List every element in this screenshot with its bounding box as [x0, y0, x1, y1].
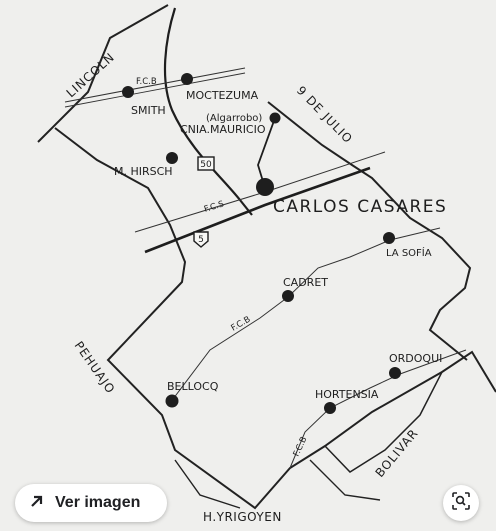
- neighbour-boundary: [174, 459, 381, 509]
- arrow-up-right-icon: [29, 493, 45, 514]
- town-label-carlos-casares: CARLOS CASARES: [273, 197, 447, 217]
- town-marker-ordoqui: [389, 367, 401, 379]
- town-label-m-hirsch: M. HIRSCH: [114, 165, 173, 178]
- town-marker-cnia-mauricio: [269, 112, 281, 124]
- town-label-cadret: CADRET: [283, 276, 328, 289]
- railway-fcb-cadret: [169, 227, 441, 404]
- district-boundary: [37, 4, 496, 510]
- svg-text:5: 5: [198, 235, 204, 245]
- town-label-cnia-mauricio: CNIA.MAURICIO: [180, 123, 266, 136]
- railway-fcb-south: [289, 349, 467, 469]
- svg-text:50: 50: [200, 160, 212, 170]
- town-marker-bellocq: [165, 394, 179, 408]
- town-marker-la-sofia: [383, 232, 395, 244]
- town-marker-smith: [122, 86, 134, 98]
- railway-fcb-north: [64, 67, 246, 103]
- town-marker-moctezuma: [181, 73, 193, 85]
- lens-search-icon: [451, 491, 471, 516]
- town-label-bellocq: BELLOCQ: [167, 380, 219, 393]
- town-label-hortensia: HORTENSIA: [315, 388, 379, 401]
- road-route-5: [144, 166, 371, 254]
- route-5-shield: 5: [193, 231, 209, 248]
- town-label-smith: SMITH: [131, 104, 166, 117]
- region-label-lincoln: LINCOLN: [64, 50, 118, 100]
- railway-label-fcs: F.C.S: [203, 199, 225, 214]
- town-label-ordoqui: ORDOQUI: [389, 352, 442, 365]
- view-image-button[interactable]: Ver imagen: [15, 484, 167, 522]
- town-marker-hortensia: [324, 402, 336, 414]
- region-label-pehuajo: PEHUAJO: [72, 339, 118, 397]
- neighbour-boundary: [324, 371, 443, 473]
- town-marker-carlos-casares: [256, 178, 274, 196]
- railway-label-fcb-cadret: F.C.B: [230, 315, 253, 334]
- town-marker-m-hirsch: [166, 152, 178, 164]
- lens-search-button[interactable]: [443, 485, 479, 521]
- town-label-moctezuma: MOCTEZUMA: [186, 89, 259, 102]
- railway-label-fcb-north: F.C.B: [136, 77, 157, 87]
- region-label-9-de-julio: 9 DE JULIO: [294, 83, 356, 146]
- region-label-h-yrigoyen: H.YRIGOYEN: [203, 510, 282, 524]
- railway-label-fcb-south: F.C.B: [292, 435, 310, 458]
- road-route-50: [163, 7, 253, 216]
- town-label-algarrobo: (Algarrobo): [206, 113, 262, 124]
- railway-fcb-north: [64, 72, 246, 108]
- view-image-label: Ver imagen: [55, 494, 141, 511]
- town-marker-cadret: [282, 290, 294, 302]
- town-label-la-sofia: LA SOFÍA: [386, 246, 432, 259]
- route-50-shield: 50: [197, 156, 215, 171]
